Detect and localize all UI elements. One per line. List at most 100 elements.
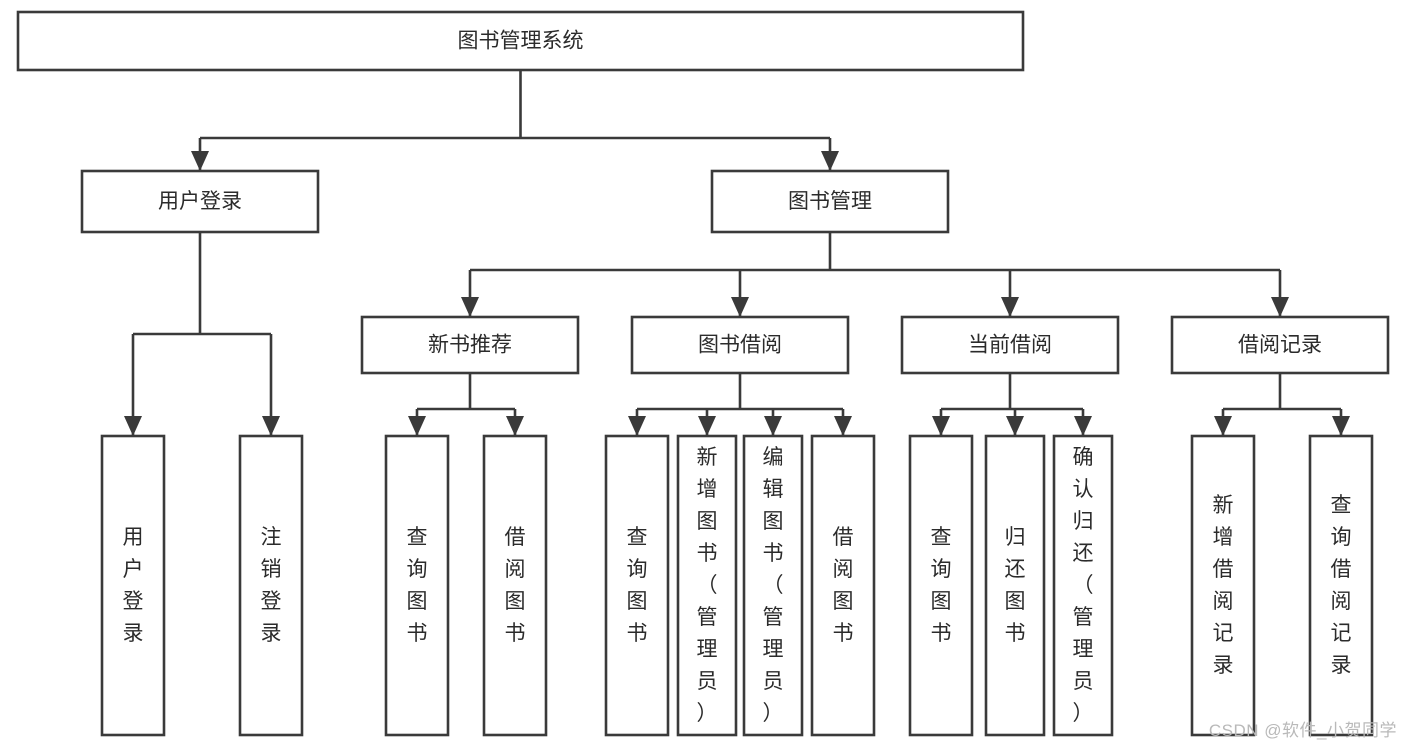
- node-label-leaf-query-borrow-record: 借: [1331, 558, 1352, 581]
- node-label-leaf-query-book-borrow: 查: [627, 526, 648, 549]
- new-book-recommend-to-leaves-arrow-icon-1: [506, 416, 524, 436]
- node-label-leaf-query-book-recommend: 查: [407, 526, 428, 549]
- diagram-nodes: 图书管理系统用户登录图书管理新书推荐图书借阅当前借阅借阅记录用户登录注销登录查询…: [16, 10, 1390, 737]
- node-box-leaf-add-borrow-record: [1190, 434, 1256, 737]
- node-label-leaf-add-book: 管: [697, 606, 718, 629]
- userlogin-to-leaves-arrow-icon-1: [262, 416, 280, 436]
- node-label-leaf-user-login: 登: [123, 590, 144, 613]
- node-label-leaf-borrow-book-recommend: 阅: [505, 558, 526, 581]
- node-current-borrow[interactable]: 当前借阅: [900, 315, 1120, 375]
- node-label-leaf-add-book: 新: [697, 446, 718, 469]
- node-label-leaf-edit-book: 理: [763, 638, 784, 661]
- bookmgmt-to-level2-arrow-icon-2: [1001, 297, 1019, 317]
- node-label-leaf-query-book-recommend: 询: [407, 558, 428, 581]
- node-label-leaf-confirm-return: 还: [1073, 542, 1094, 565]
- node-box-leaf-query-borrow-record: [1308, 434, 1374, 737]
- node-label-leaf-logout: 销: [261, 558, 282, 581]
- node-box-leaf-return-book: [984, 434, 1046, 737]
- node-label-leaf-query-book-current: 图: [931, 590, 952, 613]
- node-box-leaf-confirm-return: [1052, 434, 1114, 737]
- node-label-book-management: 图书管理: [788, 190, 872, 213]
- node-book-borrow[interactable]: 图书借阅: [630, 315, 850, 375]
- node-leaf-user-login[interactable]: 用户登录: [100, 434, 166, 737]
- node-label-leaf-edit-book: 图: [763, 510, 784, 533]
- node-box-leaf-query-book-recommend: [384, 434, 450, 737]
- node-box-leaf-user-login: [100, 434, 166, 737]
- new-book-recommend-to-leaves-arrow-icon-0: [408, 416, 426, 436]
- node-label-leaf-user-login: 录: [123, 622, 144, 645]
- userlogin-to-leaves-arrow-icon-0: [124, 416, 142, 436]
- node-label-leaf-query-borrow-record: 询: [1331, 526, 1352, 549]
- node-box-leaf-logout: [238, 434, 304, 737]
- node-label-new-book-recommend: 新书推荐: [428, 334, 512, 357]
- node-label-leaf-edit-book: 编: [763, 446, 784, 469]
- node-label-leaf-confirm-return: 认: [1073, 478, 1094, 501]
- node-label-leaf-query-borrow-record: 记: [1331, 622, 1352, 645]
- node-root[interactable]: 图书管理系统: [16, 10, 1025, 72]
- node-box-borrow-record: [1170, 315, 1390, 375]
- node-label-leaf-add-borrow-record: 记: [1213, 622, 1234, 645]
- node-label-leaf-return-book: 归: [1005, 526, 1026, 549]
- node-book-management[interactable]: 图书管理: [710, 169, 950, 234]
- node-box-book-management: [710, 169, 950, 234]
- book-borrow-to-leaves-arrow-icon-1: [698, 416, 716, 436]
- node-label-leaf-query-book-current: 书: [931, 622, 952, 645]
- node-box-leaf-borrow-book: [810, 434, 876, 737]
- node-box-new-book-recommend: [360, 315, 580, 375]
- node-label-leaf-confirm-return: 归: [1073, 510, 1094, 533]
- node-box-user-login: [80, 169, 320, 234]
- node-label-leaf-add-borrow-record: 录: [1213, 654, 1234, 677]
- root-to-level1-arrow-icon-0: [191, 151, 209, 171]
- node-label-leaf-logout: 录: [261, 622, 282, 645]
- node-label-leaf-query-book-recommend: 图: [407, 590, 428, 613]
- node-label-leaf-borrow-book: 阅: [833, 558, 854, 581]
- node-label-leaf-borrow-book-recommend: 图: [505, 590, 526, 613]
- node-label-leaf-confirm-return: 管: [1073, 606, 1094, 629]
- node-label-leaf-add-book: ）: [697, 702, 718, 725]
- node-user-login[interactable]: 用户登录: [80, 169, 320, 234]
- node-borrow-record[interactable]: 借阅记录: [1170, 315, 1390, 375]
- node-label-leaf-query-book-borrow: 询: [627, 558, 648, 581]
- node-label-leaf-confirm-return: 员: [1073, 670, 1094, 693]
- connector-edges: [124, 70, 1350, 436]
- node-label-leaf-query-book-current: 查: [931, 526, 952, 549]
- node-label-leaf-add-borrow-record: 增: [1213, 526, 1234, 549]
- node-label-leaf-confirm-return: （: [1073, 574, 1094, 597]
- node-label-leaf-borrow-book: 书: [833, 622, 854, 645]
- node-box-leaf-add-book: [676, 434, 738, 737]
- current-borrow-to-leaves-arrow-icon-2: [1074, 416, 1092, 436]
- node-label-leaf-add-book: 书: [697, 542, 718, 565]
- node-label-leaf-query-book-borrow: 书: [627, 622, 648, 645]
- node-label-leaf-add-borrow-record: 阅: [1213, 590, 1234, 613]
- current-borrow-to-leaves-arrow-icon-1: [1006, 416, 1024, 436]
- node-label-leaf-borrow-book-recommend: 借: [505, 526, 526, 549]
- node-label-leaf-confirm-return: 确: [1073, 446, 1094, 469]
- node-new-book-recommend[interactable]: 新书推荐: [360, 315, 580, 375]
- node-label-leaf-user-login: 用: [123, 526, 144, 549]
- current-borrow-to-leaves-arrow-icon-0: [932, 416, 950, 436]
- node-label-leaf-edit-book: 辑: [763, 478, 784, 501]
- node-label-leaf-add-book: 理: [697, 638, 718, 661]
- node-label-leaf-add-book: 增: [697, 478, 718, 501]
- node-label-leaf-edit-book: 员: [763, 670, 784, 693]
- node-box-book-borrow: [630, 315, 850, 375]
- book-borrow-to-leaves-arrow-icon-0: [628, 416, 646, 436]
- node-label-leaf-add-book: 员: [697, 670, 718, 693]
- node-box-leaf-query-book-borrow: [604, 434, 670, 737]
- node-label-user-login: 用户登录: [158, 190, 242, 213]
- node-label-leaf-add-borrow-record: 新: [1213, 494, 1234, 517]
